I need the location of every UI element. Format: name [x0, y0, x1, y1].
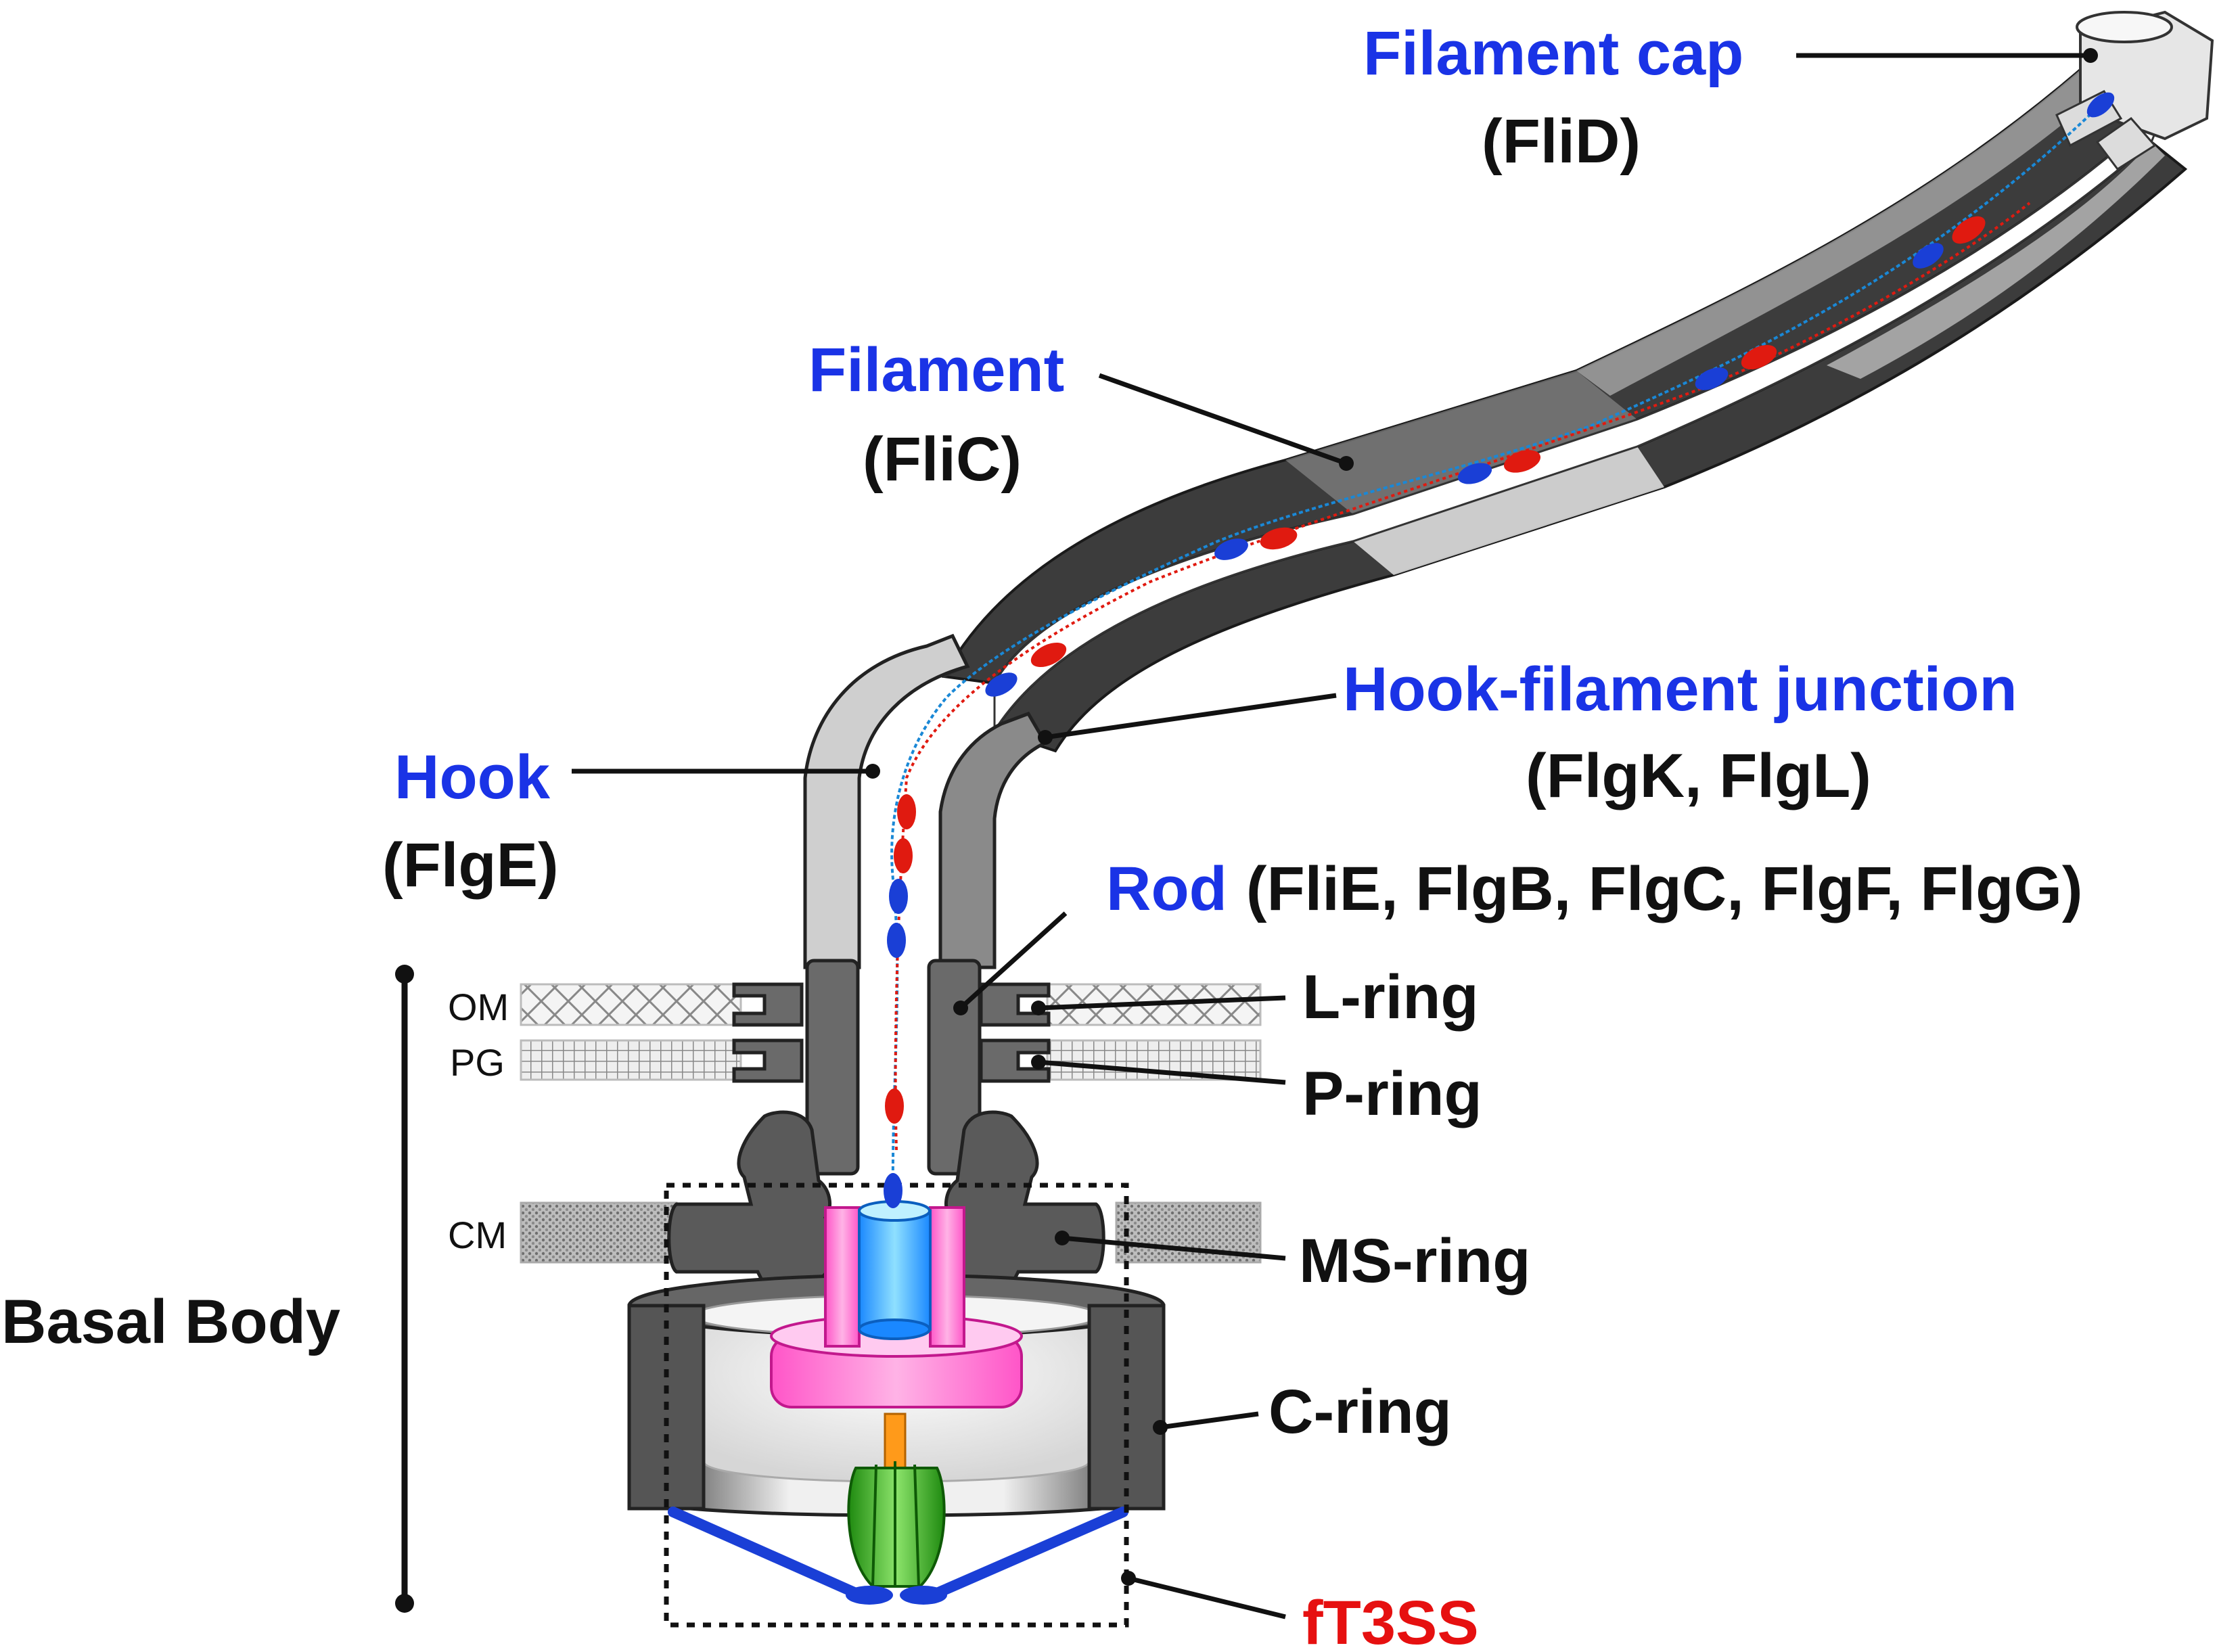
filament-cap-protein: (FliD): [1482, 107, 1641, 176]
l-ring: [732, 982, 1051, 1027]
leader-lines: [572, 48, 2098, 1620]
rod-label: Rod (FliE, FlgB, FlgC, FlgF, FlgG): [1106, 854, 2083, 923]
outer-membrane: [520, 983, 1262, 1026]
peptidoglycan-layer: [520, 1039, 1262, 1081]
filament-label: Filament: [808, 336, 1064, 405]
ft3ss-label: fT3SS: [1302, 1588, 1479, 1652]
filament-cap: [2055, 10, 2214, 171]
l-ring-label: L-ring: [1302, 963, 1479, 1032]
export-gate: [858, 1200, 932, 1340]
ms-ring-insert: [770, 1206, 1023, 1408]
basal-body-label: Basal Body: [1, 1287, 340, 1356]
rod: [805, 959, 982, 1176]
hook: [803, 633, 1048, 969]
c-ring-label: C-ring: [1269, 1377, 1452, 1446]
hook-label: Hook: [394, 743, 551, 812]
stalk: [884, 1413, 907, 1469]
rod-name: Rod: [1106, 854, 1227, 923]
flih-arms: [668, 1507, 1128, 1605]
junction-label: Hook-filament junction: [1343, 655, 2017, 724]
hook-protein: (FlgE): [382, 831, 559, 900]
ms-ring-label: MS-ring: [1299, 1226, 1530, 1295]
atpase-ring: [847, 1461, 946, 1588]
p-ring-label: P-ring: [1302, 1059, 1482, 1128]
p-ring: [732, 1038, 1051, 1083]
filament-cap-label: Filament cap: [1363, 19, 1743, 88]
filament-protein: (FliC): [863, 425, 1022, 494]
pg-label: PG: [450, 1041, 505, 1084]
basal-body-bracket: [395, 965, 414, 1613]
om-label: OM: [448, 986, 509, 1028]
filament: [941, 59, 2188, 753]
rod-protein: (FliE, FlgB, FlgC, FlgF, FlgG): [1246, 854, 2083, 923]
junction-protein: (FlgK, FlgL): [1526, 741, 1871, 810]
flagellin-chain: [884, 92, 2115, 1208]
cm-label: CM: [448, 1214, 507, 1256]
